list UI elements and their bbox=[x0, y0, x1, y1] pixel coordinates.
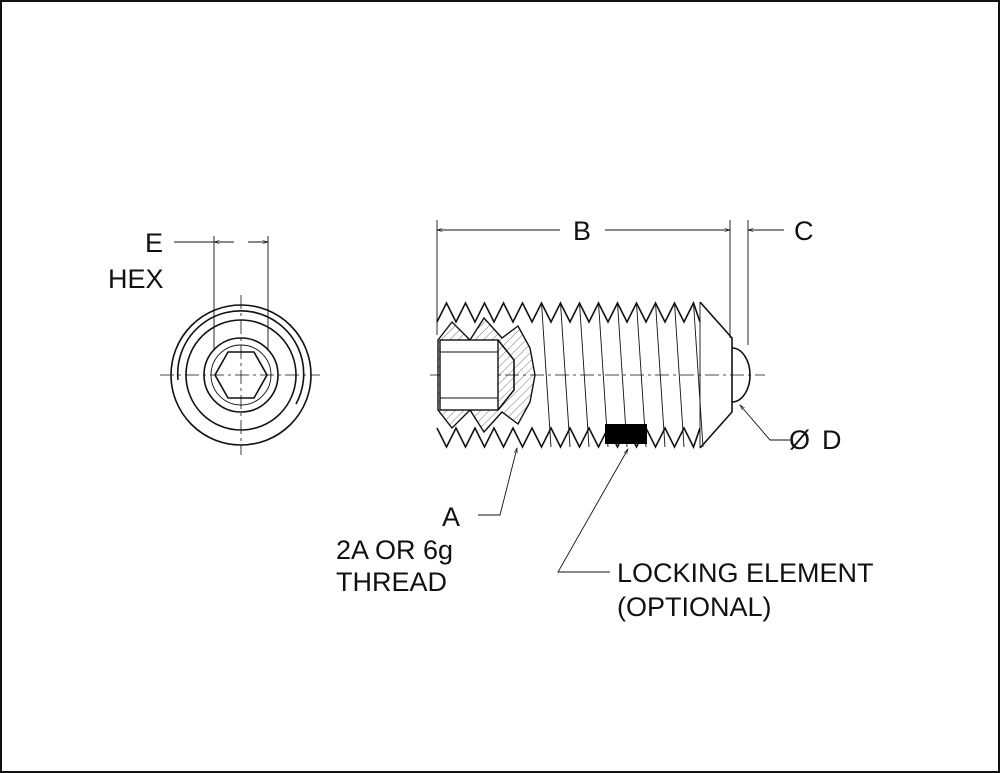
thread-crest-lines bbox=[541, 302, 704, 448]
nose-chamfer bbox=[699, 301, 733, 449]
ball-diameter-label: D bbox=[822, 425, 842, 455]
counterbore-circle bbox=[203, 337, 279, 413]
thread-leader bbox=[478, 447, 518, 516]
hex-socket-section bbox=[439, 339, 499, 411]
locking-optional-label: (OPTIONAL) bbox=[617, 592, 772, 622]
thread-crest-line bbox=[560, 302, 571, 448]
socket-cone bbox=[497, 339, 515, 411]
diameter-symbol: Ø bbox=[789, 425, 810, 455]
hex-inscribed-circle bbox=[210, 344, 272, 406]
hex-word-label: HEX bbox=[108, 264, 164, 294]
hex-dimension-label: E bbox=[145, 228, 163, 258]
chamfer-circle bbox=[185, 319, 297, 431]
thread-major-circle bbox=[170, 304, 312, 446]
thread-word-label: THREAD bbox=[336, 567, 447, 597]
side-view bbox=[430, 220, 790, 573]
locking-element-label: LOCKING ELEMENT bbox=[617, 558, 874, 588]
thread-crest-line bbox=[617, 302, 628, 448]
thread-crest-line bbox=[598, 302, 609, 448]
length-dimension-label: B bbox=[573, 216, 591, 246]
thread-crest-line bbox=[636, 302, 647, 448]
nose-dimension-label: C bbox=[794, 216, 814, 246]
thread-crest-line bbox=[693, 302, 704, 448]
thread-minor-arc bbox=[176, 310, 305, 405]
thread-class-label: 2A OR 6g bbox=[336, 535, 453, 565]
locking-leader bbox=[557, 448, 629, 573]
thread-crest-line bbox=[579, 302, 590, 448]
end-view bbox=[160, 236, 320, 455]
thread-crest-line bbox=[655, 302, 666, 448]
thread-crest-line bbox=[541, 302, 552, 448]
d-leader bbox=[739, 404, 790, 441]
threaded-body bbox=[436, 300, 701, 450]
hex-socket bbox=[214, 351, 268, 399]
locking-element-patch bbox=[605, 424, 647, 444]
ball bbox=[731, 347, 751, 403]
thread-crest-line bbox=[674, 302, 685, 448]
thread-callout-label: A bbox=[442, 502, 460, 532]
